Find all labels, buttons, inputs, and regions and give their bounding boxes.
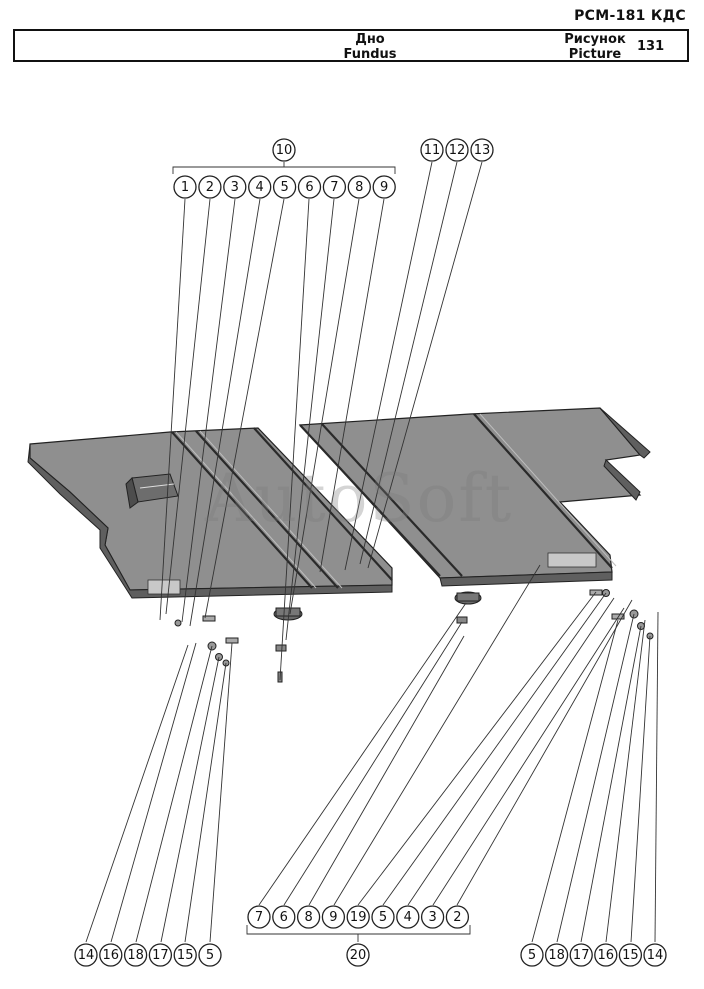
svg-text:16: 16 bbox=[598, 948, 615, 963]
svg-text:17: 17 bbox=[152, 948, 169, 963]
callout-top-group-4: 5 bbox=[272, 175, 297, 199]
svg-text:18: 18 bbox=[548, 948, 565, 963]
svg-text:19: 19 bbox=[350, 910, 367, 925]
callout-top-group-6: 7 bbox=[322, 175, 347, 199]
callout-bottom-right-3: 16 bbox=[594, 943, 618, 967]
svg-text:10: 10 bbox=[276, 143, 293, 158]
svg-text:9: 9 bbox=[329, 910, 337, 925]
hardware-parts bbox=[174, 589, 654, 683]
svg-text:1: 1 bbox=[181, 180, 189, 195]
callout-bottom-left-4: 15 bbox=[173, 943, 197, 967]
svg-text:15: 15 bbox=[177, 948, 194, 963]
title-block: Дно Fundus Рисунок Picture 131 bbox=[13, 29, 689, 62]
callout-top-group-8: 9 bbox=[372, 175, 396, 199]
callout-bottom-center-8: 2 bbox=[445, 905, 470, 929]
svg-text:8: 8 bbox=[355, 180, 363, 195]
callout-bottom-center-5: 5 bbox=[371, 905, 395, 929]
svg-text:20: 20 bbox=[350, 948, 367, 963]
picture-label-ru: Рисунок bbox=[564, 32, 626, 47]
callout-group-label-bottom: 20 bbox=[346, 943, 370, 967]
callout-bottom-center-6: 4 bbox=[396, 905, 420, 929]
callout-top-group-1: 2 bbox=[198, 175, 222, 199]
document-code: РСМ-181 КДС bbox=[574, 8, 686, 24]
callout-bottom-left-0: 14 bbox=[74, 943, 98, 967]
svg-text:16: 16 bbox=[103, 948, 120, 963]
callout-bottom-left-3: 17 bbox=[148, 943, 173, 967]
callout-bottom-center-4: 19 bbox=[346, 905, 370, 929]
svg-text:7: 7 bbox=[255, 910, 263, 925]
callout-bottom-center-1: 6 bbox=[272, 905, 296, 929]
group-brackets bbox=[172, 162, 471, 942]
picture-label-en: Picture bbox=[568, 47, 622, 62]
callout-top-group-0: 1 bbox=[173, 175, 197, 199]
svg-text:2: 2 bbox=[206, 180, 214, 195]
picture-label: Рисунок Picture bbox=[555, 32, 635, 62]
callout-top-right-1: 12 bbox=[445, 138, 469, 162]
svg-text:15: 15 bbox=[622, 948, 639, 963]
svg-text:13: 13 bbox=[474, 143, 491, 158]
callout-bottom-left-1: 16 bbox=[99, 943, 123, 967]
svg-text:3: 3 bbox=[428, 910, 436, 925]
callout-bottom-center-7: 3 bbox=[420, 905, 445, 929]
svg-text:3: 3 bbox=[231, 180, 239, 195]
callout-bottom-right-0: 5 bbox=[520, 943, 544, 967]
right-floor-panel bbox=[298, 407, 651, 587]
callout-top-group-7: 8 bbox=[347, 175, 371, 199]
callout-bottom-right-1: 18 bbox=[544, 943, 569, 967]
part-title-ru: Дно bbox=[355, 32, 385, 47]
svg-text:4: 4 bbox=[256, 180, 264, 195]
svg-text:8: 8 bbox=[304, 910, 312, 925]
svg-text:17: 17 bbox=[573, 948, 590, 963]
watermark: AutoSoft bbox=[205, 460, 514, 537]
callout-top-group-2: 3 bbox=[223, 175, 247, 199]
svg-text:6: 6 bbox=[305, 180, 313, 195]
callout-group-label-top: 10 bbox=[272, 138, 296, 162]
callout-bottom-left-2: 18 bbox=[123, 943, 148, 967]
hatch-box bbox=[125, 473, 179, 509]
svg-text:5: 5 bbox=[528, 948, 536, 963]
svg-text:5: 5 bbox=[206, 948, 214, 963]
callout-top-right-0: 11 bbox=[420, 138, 444, 162]
callout-bottom-center-2: 8 bbox=[296, 905, 321, 929]
callout-top-right-2: 13 bbox=[470, 138, 494, 162]
svg-text:4: 4 bbox=[404, 910, 412, 925]
left-floor-panel bbox=[27, 427, 393, 599]
svg-text:5: 5 bbox=[379, 910, 387, 925]
callout-bottom-right-2: 17 bbox=[569, 943, 593, 967]
part-title: Дно Fundus bbox=[325, 32, 415, 62]
svg-text:2: 2 bbox=[453, 910, 461, 925]
callout-bottom-right-4: 15 bbox=[618, 943, 643, 967]
svg-text:12: 12 bbox=[449, 143, 466, 158]
svg-text:7: 7 bbox=[330, 180, 338, 195]
callout-bottom-center-3: 9 bbox=[321, 905, 346, 929]
svg-text:5: 5 bbox=[280, 180, 288, 195]
callout-top-group-5: 6 bbox=[297, 175, 322, 199]
part-title-en: Fundus bbox=[343, 47, 397, 62]
svg-text:18: 18 bbox=[127, 948, 144, 963]
svg-text:14: 14 bbox=[647, 948, 664, 963]
callout-bottom-right-5: 14 bbox=[643, 943, 667, 967]
callout-top-group-3: 4 bbox=[248, 175, 272, 199]
callout-bottom-left-5: 5 bbox=[198, 943, 222, 967]
svg-text:14: 14 bbox=[78, 948, 95, 963]
svg-text:6: 6 bbox=[280, 910, 288, 925]
leader-lines bbox=[85, 161, 659, 943]
svg-text:11: 11 bbox=[424, 143, 441, 158]
picture-number: 131 bbox=[637, 39, 665, 54]
svg-text:9: 9 bbox=[380, 180, 388, 195]
callout-bottom-center-0: 7 bbox=[247, 905, 271, 929]
